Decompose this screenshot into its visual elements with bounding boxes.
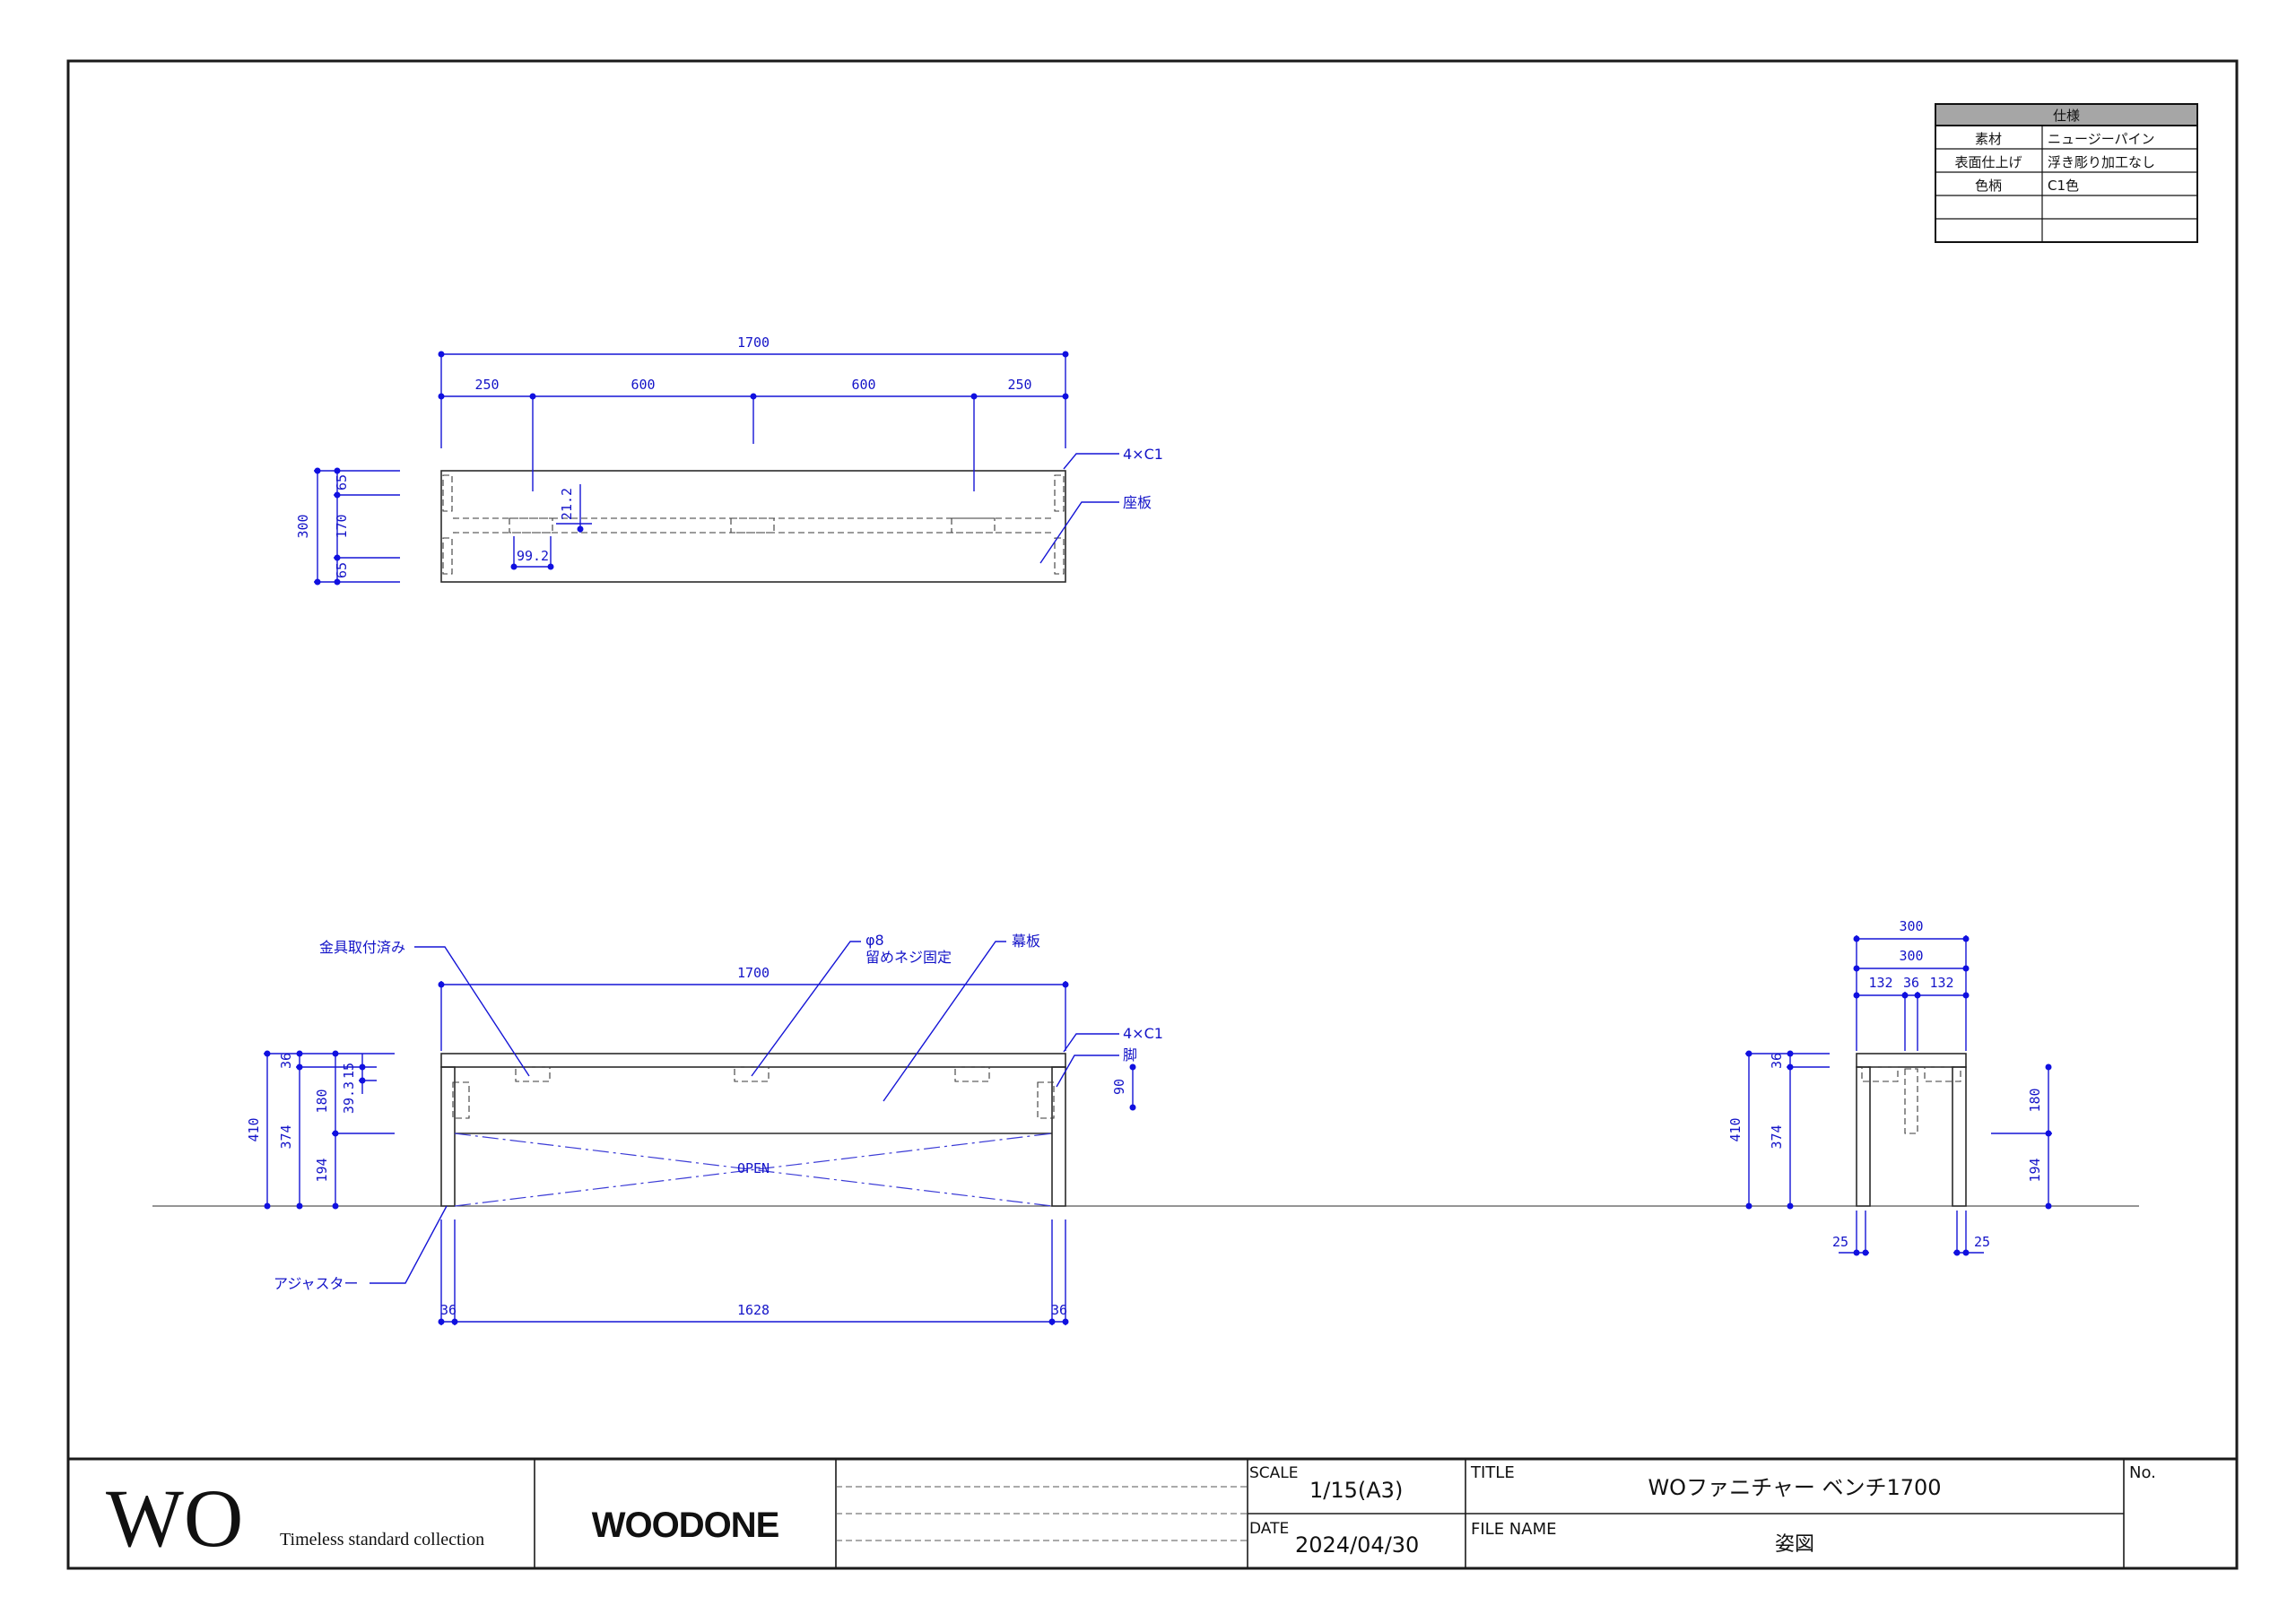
spec-header: 仕様	[2053, 108, 2080, 124]
front-height-seat: 36	[278, 1053, 294, 1069]
front-apron-clear: 194	[314, 1158, 330, 1182]
side-part-2: 36	[1903, 975, 1919, 991]
hidden-bracket-3	[951, 517, 996, 534]
scale-label: SCALE	[1249, 1464, 1299, 1482]
side-adjuster-right: 25	[1974, 1234, 1990, 1250]
spec-value-material: ニュージーパイン	[2048, 131, 2155, 147]
front-leg-left	[440, 1066, 456, 1207]
top-depth-dim: 300	[295, 514, 311, 538]
top-seg-4: 250	[1007, 377, 1031, 393]
front-height-total: 410	[246, 1117, 262, 1141]
seat-board-outline	[440, 470, 1066, 583]
hidden-leg-right-b	[1054, 537, 1065, 575]
hidden-bracket-1	[509, 517, 553, 534]
spec-table: 仕様 素材 ニュージーパイン 表面仕上げ 浮き彫り加工なし 色柄 C1色	[1935, 103, 2198, 243]
side-right-upper: 180	[2027, 1088, 2043, 1112]
sheet-number-label: No.	[2129, 1463, 2156, 1482]
top-seg-2: 600	[631, 377, 655, 393]
spec-key-finish: 表面仕上げ	[1954, 154, 2022, 170]
top-seg-3: 600	[851, 377, 875, 393]
side-leg-left	[1856, 1066, 1871, 1207]
woodone-logo: WOODONE	[592, 1506, 780, 1545]
brand-logo-wo: WO	[106, 1472, 243, 1564]
label-screw-fix: 留めネジ固定	[865, 949, 952, 966]
front-leg-right-dim: 36	[1051, 1302, 1067, 1318]
side-seat	[1856, 1053, 1967, 1068]
top-hole-offset: 21.2	[559, 488, 575, 520]
spec-value-color: C1色	[2048, 178, 2079, 194]
label-apron: 幕板	[1012, 933, 1040, 950]
front-inner-dim: 1628	[737, 1302, 770, 1318]
front-seat	[440, 1053, 1066, 1068]
top-bracket-width: 99.2	[517, 548, 549, 564]
top-overall-dim: 1700	[737, 334, 770, 351]
front-leg-dim: 90	[1111, 1079, 1127, 1095]
hidden-bracket-2	[730, 517, 775, 534]
company-logo-text: WOODONE	[592, 1506, 779, 1545]
side-right-lower: 194	[2027, 1158, 2043, 1182]
front-apron-top: 15	[341, 1063, 357, 1079]
side-view: 300 300 132 36 132 410 36 374 180 194 25…	[1727, 918, 2052, 1256]
side-part-1: 132	[1868, 975, 1892, 991]
front-height-leg: 374	[278, 1124, 294, 1149]
top-seg-1: 250	[474, 377, 499, 393]
side-adjuster-left: 25	[1832, 1234, 1848, 1250]
sheet-border	[66, 59, 2239, 1570]
side-part-3: 132	[1929, 975, 1953, 991]
file-name-label: FILE NAME	[1471, 1520, 1556, 1539]
top-depth-part-3: 65	[334, 562, 350, 578]
top-depth-part-1: 65	[334, 474, 350, 490]
label-leg: 脚	[1123, 1046, 1137, 1063]
spec-key-material: 素材	[1975, 131, 2002, 147]
side-height-seat: 36	[1769, 1053, 1785, 1069]
front-apron-height: 180	[314, 1089, 330, 1113]
top-chamfer-label: 4×C1	[1123, 446, 1163, 463]
top-view: 1700 250 600 600 250 300 65 170 65 21.2	[295, 334, 1163, 586]
hidden-leg-left-a	[442, 474, 453, 512]
front-bracket-offset: 39.3	[341, 1081, 357, 1114]
spec-value-finish: 浮き彫り加工なし	[2048, 154, 2155, 170]
label-front-chamfer: 4×C1	[1123, 1025, 1163, 1042]
side-leg-right	[1952, 1066, 1967, 1207]
top-seat-label: 座板	[1123, 494, 1152, 511]
title-value: WOファニチャー ベンチ1700	[1648, 1475, 1941, 1500]
side-height-leg: 374	[1769, 1124, 1785, 1149]
side-width-outer: 300	[1899, 918, 1923, 934]
label-screw-size: φ8	[865, 932, 884, 949]
side-width-inner: 300	[1899, 948, 1923, 964]
date-value: 2024/04/30	[1295, 1532, 1419, 1558]
label-bracket-attached: 金具取付済み	[319, 939, 405, 956]
title-label: TITLE	[1470, 1463, 1515, 1482]
side-height-total: 410	[1727, 1117, 1744, 1141]
hidden-leg-left-b	[442, 537, 453, 575]
front-leg-left-dim: 36	[440, 1302, 457, 1318]
top-depth-part-2: 170	[334, 514, 350, 538]
hidden-leg-right-a	[1054, 474, 1065, 512]
front-view: OPEN 1700 36 1628 36	[152, 932, 2139, 1325]
date-label: DATE	[1249, 1520, 1289, 1538]
file-name-value: 姿図	[1775, 1533, 1814, 1556]
brand-tagline: Timeless standard collection	[280, 1530, 484, 1549]
scale-value: 1/15(A3)	[1309, 1478, 1403, 1503]
title-block: WO Timeless standard collection WOODONE …	[68, 1457, 2237, 1568]
spec-key-color: 色柄	[1975, 178, 2002, 194]
front-overall-dim: 1700	[737, 965, 770, 981]
front-open-label: OPEN	[737, 1160, 770, 1176]
front-leg-right	[1051, 1066, 1066, 1207]
label-adjuster: アジャスター	[274, 1275, 359, 1292]
